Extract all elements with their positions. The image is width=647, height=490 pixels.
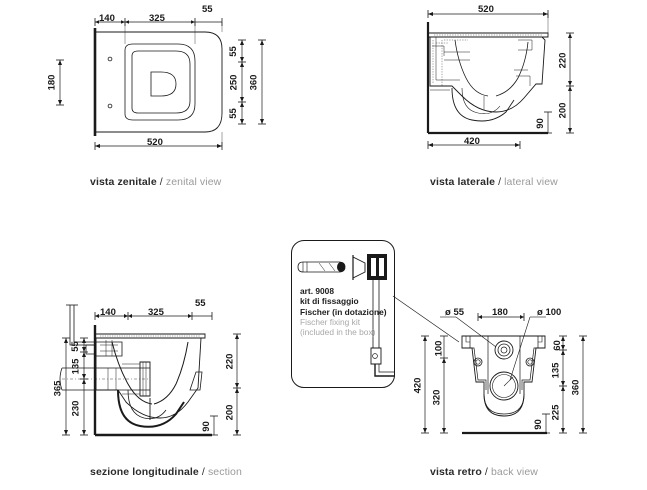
section-dim-55-left: 55 [69, 341, 81, 352]
section-dim-90: 90 [200, 421, 212, 432]
caption-section-sep: / [201, 466, 205, 478]
kit-leader-line [392, 295, 460, 343]
view-back: ø 55 180 ø 100 420 320 100 60 135 225 36… [400, 290, 647, 490]
zenital-dim-250: 250 [228, 74, 240, 91]
back-dim-60: 60 [551, 340, 563, 351]
caption-lateral-sep: / [498, 176, 502, 188]
lateral-dim-520: 520 [478, 4, 494, 15]
view-section: 140 325 55 365 55 135 230 220 200 90 [0, 290, 300, 490]
section-dim-325: 325 [148, 307, 164, 318]
zenital-dim-55-top: 55 [202, 4, 213, 15]
kit-subtitle-it: Fischer (in dotazione) [300, 306, 387, 317]
section-dim-135: 135 [70, 358, 82, 375]
back-dim-90: 90 [532, 419, 544, 430]
section-drawing [59, 304, 241, 437]
section-dim-200: 200 [224, 404, 236, 421]
view-lateral: 520 420 220 200 90 [400, 0, 647, 200]
lateral-dim-420: 420 [464, 136, 480, 147]
view-zenital: 140 325 55 520 180 55 250 55 360 [0, 0, 320, 200]
lateral-dim-220: 220 [557, 52, 569, 69]
zenital-dim-55-r-top: 55 [227, 46, 239, 57]
zenital-dim-180: 180 [46, 74, 58, 91]
fixing-kit-text: art. 9008 kit di fissaggio Fischer (in d… [300, 286, 392, 337]
caption-back: vista retro / back view [430, 466, 538, 478]
caption-zenital-en: zenital view [165, 176, 222, 188]
caption-back-it: vista retro [430, 466, 482, 478]
lateral-dim-90: 90 [534, 118, 546, 129]
lateral-drawing [426, 10, 574, 149]
back-dim-180: 180 [492, 307, 508, 318]
caption-section: sezione longitudinale / section [90, 466, 242, 478]
section-dim-55-top: 55 [195, 298, 206, 309]
caption-section-en: section [207, 466, 242, 478]
kit-art-number: art. 9008 [300, 286, 334, 296]
back-dim-420: 420 [412, 377, 424, 394]
caption-back-sep: / [484, 466, 488, 478]
section-dim-140: 140 [100, 307, 116, 318]
fixing-kit-illustration [297, 254, 395, 377]
zenital-drawing [56, 18, 266, 150]
kit-subtitle-en: (included in the box) [300, 327, 376, 338]
back-dim-135: 135 [550, 362, 562, 379]
back-label-d55: ø 55 [445, 307, 465, 318]
section-dim-220: 220 [224, 353, 236, 370]
kit-title-en: Fischer fixing kit [300, 316, 361, 327]
caption-zenital-sep: / [159, 176, 163, 188]
back-dim-225: 225 [550, 404, 562, 421]
back-dim-360: 360 [570, 379, 582, 396]
zenital-dim-55-r-bot: 55 [227, 108, 239, 119]
caption-section-it: sezione longitudinale [90, 466, 199, 478]
back-label-d100: ø 100 [537, 307, 562, 318]
kit-title-it: kit di fissaggio [300, 296, 359, 307]
back-dim-100: 100 [433, 340, 445, 357]
caption-lateral-it: vista laterale [430, 176, 496, 188]
section-dim-365: 365 [52, 380, 64, 397]
zenital-dim-140: 140 [99, 13, 115, 24]
caption-zenital: vista zenitale / zenital view [90, 176, 221, 188]
zenital-dim-520: 520 [147, 137, 163, 148]
zenital-dim-325: 325 [149, 13, 165, 24]
section-dim-230: 230 [70, 400, 82, 417]
caption-lateral-en: lateral view [504, 176, 558, 188]
caption-lateral: vista laterale / lateral view [430, 176, 558, 188]
caption-back-en: back view [490, 466, 538, 478]
zenital-dim-360: 360 [248, 74, 260, 91]
back-drawing [421, 313, 587, 435]
back-dim-320: 320 [431, 389, 443, 406]
caption-zenital-it: vista zenitale [90, 176, 157, 188]
lateral-dim-200: 200 [557, 102, 569, 119]
